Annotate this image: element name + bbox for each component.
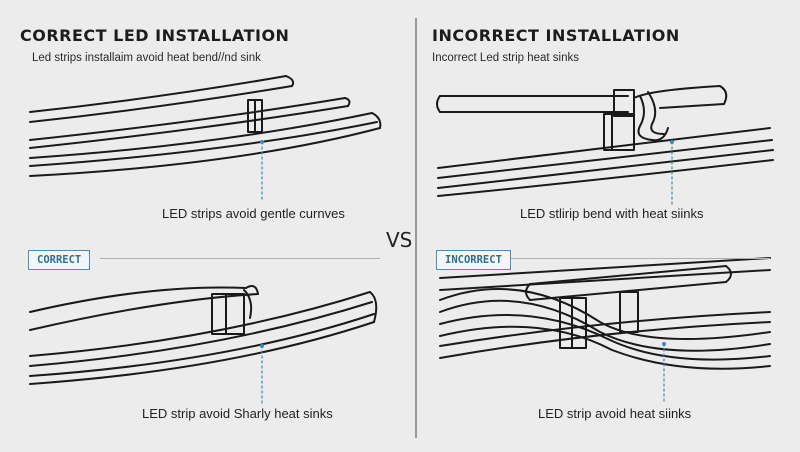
- left-title: CORRECT LED INSTALLATION: [20, 26, 290, 45]
- incorrect-bend-drawing: [436, 85, 774, 197]
- leader-dot: [260, 344, 264, 348]
- leader-dot: [662, 342, 666, 346]
- leader-dot: [260, 140, 264, 144]
- correct-gentle-curve-drawing: [29, 75, 382, 177]
- left-horizontal-divider: [100, 258, 380, 259]
- correct-sharp-heat-sink-drawing: [29, 285, 378, 385]
- incorrect-heat-sink-drawing: [439, 257, 771, 370]
- right-title: INCORRECT INSTALLATION: [432, 26, 680, 45]
- left-subtitle: Led strips installaim avoid heat bend//n…: [32, 52, 261, 64]
- vs-label: VS: [386, 228, 413, 252]
- right-caption-bottom: LED strip avoid heat siinks: [538, 406, 692, 421]
- correct-badge: CORRECT: [28, 250, 91, 270]
- right-horizontal-divider: [508, 258, 770, 259]
- vertical-divider: [415, 18, 417, 438]
- leader-dot: [670, 140, 674, 144]
- incorrect-badge: INCORRECT: [436, 250, 511, 270]
- left-caption-top: LED strips avoid gentle curnves: [162, 206, 345, 221]
- right-caption-top: LED stlirip bend with heat siinks: [520, 206, 704, 221]
- right-subtitle: Incorrect Led strip heat sinks: [432, 52, 580, 64]
- left-caption-bottom: LED strip avoid Sharly heat sinks: [142, 406, 333, 421]
